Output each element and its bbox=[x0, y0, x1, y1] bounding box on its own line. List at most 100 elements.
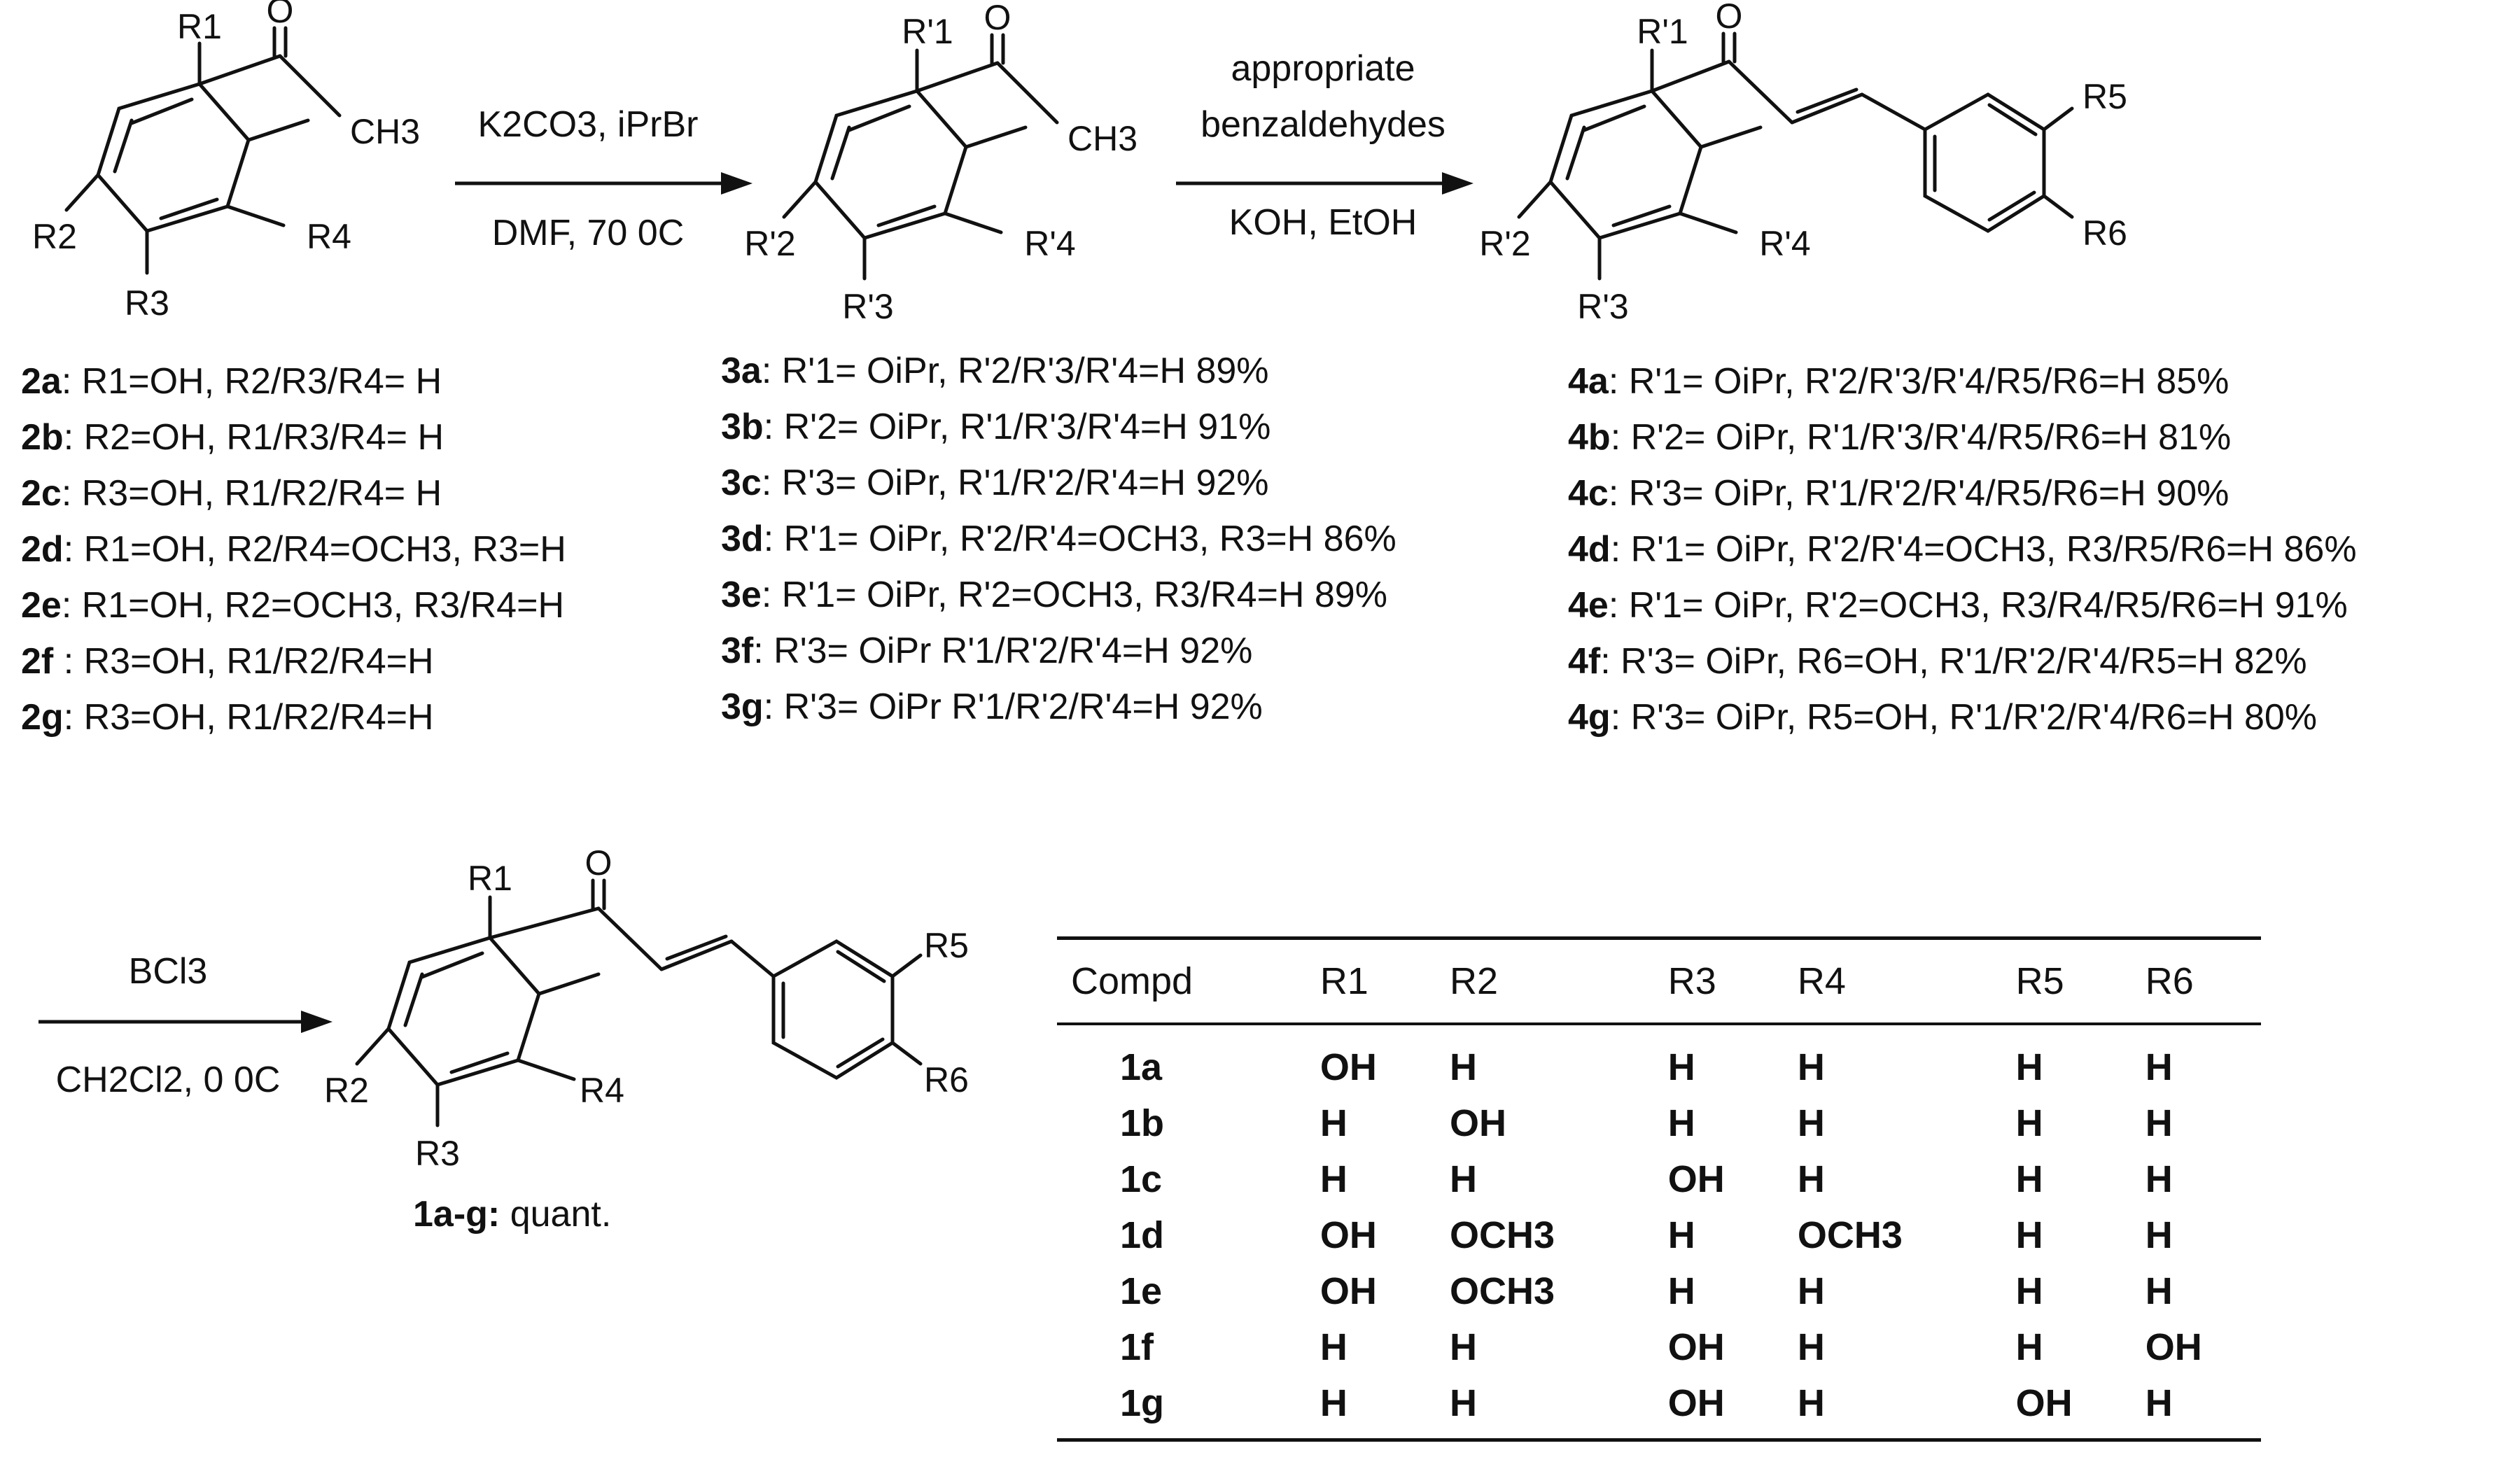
column-header: R2 bbox=[1435, 936, 1654, 1025]
table-cell: OH bbox=[1667, 1326, 1725, 1368]
table-cell: OH bbox=[1653, 1375, 1784, 1442]
table-cell: H bbox=[1797, 1102, 1825, 1144]
table-cell: H bbox=[1449, 1046, 1477, 1088]
column-header: R1 bbox=[1306, 936, 1436, 1025]
list-item: 4e: R'1= OiPr, R'2=OCH3, R3/R4/R5/R6=H 9… bbox=[1568, 585, 2348, 626]
table-cell: H bbox=[1435, 1375, 1654, 1442]
r3-label: R'3 bbox=[842, 287, 893, 326]
list-item: 2e: R1=OH, R2=OCH3, R3/R4=H bbox=[21, 585, 564, 626]
list-item: 4g: R'3= OiPr, R5=OH, R'1/R'2/R'4/R6=H 8… bbox=[1568, 697, 2318, 738]
r4-label: R'4 bbox=[1024, 224, 1075, 263]
r1-label: R'1 bbox=[902, 12, 953, 51]
arrow1-reagents: K2CO3, iPrBr bbox=[478, 104, 699, 145]
list-item: 4b: R'2= OiPr, R'1/R'3/R'4/R5/R6=H 81% bbox=[1568, 417, 2232, 458]
list-item: 4f: R'3= OiPr, R6=OH, R'1/R'2/R'4/R5=H 8… bbox=[1568, 641, 2307, 682]
table-cell: H bbox=[1306, 1375, 1436, 1442]
structure-3: O CH3 R'1 R'2 R'3 R'4 bbox=[744, 0, 1138, 326]
table-cell: H bbox=[1320, 1102, 1348, 1144]
list-item: 2a: R1=OH, R2/R3/R4= H bbox=[21, 361, 442, 402]
list-item: 4a: R'1= OiPr, R'2/R'3/R'4/R5/R6=H 85% bbox=[1568, 361, 2230, 402]
r5-label: R5 bbox=[924, 926, 969, 965]
table-cell: OH bbox=[2001, 1375, 2132, 1442]
list-item: 3f: R'3= OiPr R'1/R'2/R'4=H 92% bbox=[721, 631, 1253, 671]
structure-2: O CH3 R1 R2 R3 R4 bbox=[32, 0, 420, 323]
table-cell: OCH3 bbox=[1449, 1214, 1555, 1256]
r3-label: R'3 bbox=[1577, 287, 1628, 326]
reaction-arrow-2: appropriate benzaldehydes KOH, EtOH bbox=[1176, 48, 1474, 243]
table-cell: H bbox=[2145, 1214, 2173, 1256]
list-item: 4d: R'1= OiPr, R'2/R'4=OCH3, R3/R5/R6=H … bbox=[1568, 529, 2357, 570]
table-cell: H bbox=[2145, 1270, 2173, 1312]
list-item: 3g: R'3= OiPr R'1/R'2/R'4=H 92% bbox=[721, 687, 1263, 727]
list-item: 2c: R3=OH, R1/R2/R4= H bbox=[21, 473, 442, 514]
substituent-table: Compd R1 R2 R3 R4 R5 R6 1a OH H H H H H … bbox=[1057, 936, 2261, 1442]
table-header-row: Compd R1 R2 R3 R4 R5 R6 bbox=[1057, 936, 2261, 1025]
ketone-oxygen-label: O bbox=[267, 0, 294, 30]
column-header: R4 bbox=[1783, 936, 2002, 1025]
ketone-oxygen-label: O bbox=[1716, 0, 1743, 36]
table-row: 1b H OH H H H H bbox=[1057, 1095, 2261, 1151]
arrow2-conditions: KOH, EtOH bbox=[1229, 202, 1418, 243]
arrow3-reagent: BCl3 bbox=[129, 951, 208, 992]
r1-label: R'1 bbox=[1637, 12, 1688, 51]
table-cell: H bbox=[1667, 1046, 1695, 1088]
list-item: 3d: R'1= OiPr, R'2/R'4=OCH3, R3=H 86% bbox=[721, 519, 1396, 559]
reaction-arrow-3: BCl3 CH2Cl2, 0 0C bbox=[38, 951, 332, 1100]
table-cell: 1b bbox=[1120, 1102, 1165, 1144]
table-cell: 1d bbox=[1120, 1214, 1165, 1256]
table-cell: H bbox=[1797, 1046, 1825, 1088]
r1-label: R1 bbox=[177, 7, 222, 46]
table-row: 1c H H OH H H H bbox=[1057, 1151, 2261, 1207]
methyl-label: CH3 bbox=[1068, 119, 1138, 158]
table-cell: H bbox=[1667, 1214, 1695, 1256]
table-cell: H bbox=[1320, 1326, 1348, 1368]
table-cell: OH bbox=[1320, 1214, 1377, 1256]
arrow3-conditions: CH2Cl2, 0 0C bbox=[56, 1060, 281, 1100]
table-cell: H bbox=[1783, 1375, 2002, 1442]
r6-label: R6 bbox=[2082, 213, 2127, 253]
table-row: 1a OH H H H H H bbox=[1057, 1024, 2261, 1095]
table-row: 1e OH OCH3 H H H H bbox=[1057, 1263, 2261, 1319]
table-cell: 1g bbox=[1057, 1375, 1306, 1442]
table-cell: H bbox=[2015, 1326, 2043, 1368]
r2-label: R2 bbox=[324, 1071, 369, 1110]
r6-label: R6 bbox=[924, 1060, 969, 1099]
table-cell: OH bbox=[1320, 1046, 1377, 1088]
table-cell: OH bbox=[2145, 1326, 2202, 1368]
table-cell: H bbox=[2015, 1270, 2043, 1312]
table-row: 1d OH OCH3 H OCH3 H H bbox=[1057, 1207, 2261, 1263]
table-cell: 1e bbox=[1120, 1270, 1163, 1312]
column-header: R6 bbox=[2131, 936, 2261, 1025]
r1-label: R1 bbox=[468, 859, 512, 898]
structure-4: O R'1 R'2 R'3 R'4 R5 R6 bbox=[1479, 0, 2127, 326]
arrow2-reagent-line1: appropriate bbox=[1231, 48, 1415, 89]
table-cell: H bbox=[1667, 1102, 1695, 1144]
r2-label: R'2 bbox=[744, 224, 795, 263]
table-cell: 1c bbox=[1120, 1158, 1163, 1200]
table-cell: 1f bbox=[1120, 1326, 1154, 1368]
table-cell: H bbox=[2015, 1102, 2043, 1144]
r2-label: R'2 bbox=[1479, 224, 1530, 263]
r4-label: R4 bbox=[580, 1071, 624, 1110]
compound-list-3: 3a: R'1= OiPr, R'2/R'3/R'4=H 89% 3b: R'2… bbox=[721, 343, 1396, 735]
r4-label: R'4 bbox=[1759, 224, 1810, 263]
r5-label: R5 bbox=[2082, 77, 2127, 116]
compound-list-2: 2a: R1=OH, R2/R3/R4= H 2b: R2=OH, R1/R3/… bbox=[21, 353, 566, 745]
table-cell: H bbox=[1797, 1158, 1825, 1200]
arrow1-conditions: DMF, 70 0C bbox=[492, 213, 685, 253]
table-cell: H bbox=[2015, 1214, 2043, 1256]
r2-label: R2 bbox=[32, 217, 77, 256]
table-row: 1g H H OH H OH H bbox=[1057, 1375, 2261, 1442]
table-cell: H bbox=[2145, 1102, 2173, 1144]
table-cell: OH bbox=[1320, 1270, 1377, 1312]
list-item: 3a: R'1= OiPr, R'2/R'3/R'4=H 89% bbox=[721, 351, 1269, 391]
table-cell: H bbox=[2015, 1046, 2043, 1088]
list-item: 4c: R'3= OiPr, R'1/R'2/R'4/R5/R6=H 90% bbox=[1568, 473, 2230, 514]
table-cell: H bbox=[2145, 1046, 2173, 1088]
arrow2-reagent-line2: benzaldehydes bbox=[1200, 104, 1446, 145]
table-cell: H bbox=[1320, 1158, 1348, 1200]
list-item: 2g: R3=OH, R1/R2/R4=H bbox=[21, 697, 434, 738]
r4-label: R4 bbox=[307, 217, 351, 256]
